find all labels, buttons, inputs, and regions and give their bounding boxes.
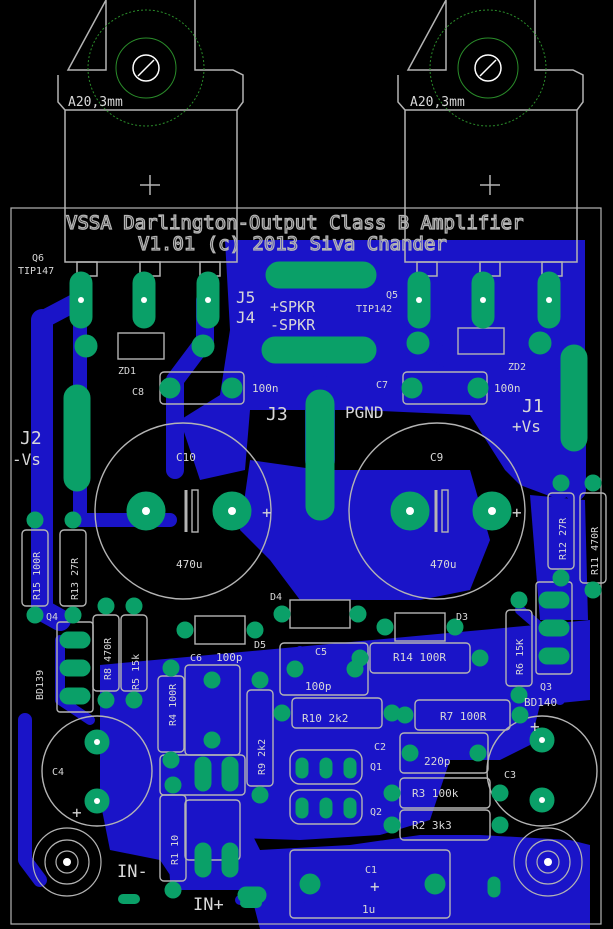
mount-hole-centres [132,54,502,82]
label-zd1: ZD1 [118,366,136,377]
label-in-plus: IN+ [193,895,224,915]
label-c6: C6 [190,653,202,664]
component-outlines [21,327,607,919]
label-c9: C9 [430,451,443,464]
label-r9: R9 2k2 [257,739,268,775]
svg-text:+: + [530,717,540,736]
label-q2: Q2 [370,807,382,818]
label-j2-func: -Vs [12,450,41,469]
label-r4: R4 100R [168,683,179,726]
label-r7: R7 100R [440,710,487,723]
label-c10: C10 [176,451,196,464]
label-r11: R11 470R [590,526,601,575]
label-j3-func: PGND [345,403,384,422]
label-q6-type: TIP147 [18,266,54,277]
label-c1: C1 [365,865,377,876]
label-c8-val: 100n [252,382,279,395]
label-d3: D3 [456,612,468,623]
heatsink-label-right: A20,3mm [410,95,465,110]
label-c10-val: 470u [176,558,203,571]
label-c9-val: 470u [430,558,457,571]
board-outline [10,207,602,925]
label-c6-val: 100p [216,651,243,664]
input-pads [118,894,262,908]
label-q3: Q3 [540,682,552,693]
label-q4: Q4 [46,612,58,623]
label-j1: J1 [522,396,544,417]
label-d5: D5 [254,640,266,651]
label-c5-val: 100p [305,680,332,693]
label-q1: Q1 [370,762,382,773]
board-title-line1: VSSA Darlington-Output Class B Amplifier [66,212,524,234]
svg-text:+: + [512,503,522,522]
label-j1-func: +Vs [512,417,541,436]
label-r2: R2 3k3 [412,819,452,832]
polarity-marks: + + + + + [72,503,540,896]
label-j2: J2 [20,428,42,449]
heatsink-label-left: A20,3mm [68,95,123,110]
label-r15: R15 100R [32,551,43,600]
label-r13: R13 27R [70,557,81,600]
svg-text:+: + [370,877,380,896]
label-c5: C5 [315,647,327,658]
label-d4: D4 [270,592,282,603]
drill-marks [78,297,552,804]
label-r1: R1 10 [170,835,181,865]
label-c8: C8 [132,387,144,398]
corner-hole-cores [63,858,552,866]
label-r5: R5 15k [131,654,142,690]
mount-holes [87,9,547,127]
board-title-line2: V1.01 (c) 2013 Siva Chander [138,233,447,255]
label-c7: C7 [376,380,388,391]
label-zd2: ZD2 [508,362,526,373]
svg-text:+: + [72,803,82,822]
label-r6: R6 15K [515,639,526,675]
label-c4: C4 [52,767,64,778]
label-c2-val: 220p [424,755,451,768]
label-c3: C3 [504,770,516,781]
pads [26,261,602,904]
label-in-minus: IN- [117,862,148,882]
label-j5: J5 [236,288,255,307]
label-q5-type: TIP142 [356,304,392,315]
label-j4-func: -SPKR [270,316,316,334]
label-c7-val: 100n [494,382,521,395]
label-j5-func: +SPKR [270,298,316,316]
label-q5: Q5 [386,290,398,301]
label-q6: Q6 [32,253,44,264]
label-r3: R3 100k [412,787,459,800]
svg-text:+: + [262,503,272,522]
label-c2: C2 [374,742,386,753]
label-q4-type: BD139 [35,670,46,700]
label-r12: R12 27R [558,517,569,560]
label-j3: J3 [266,404,288,425]
label-r10: R10 2k2 [302,712,348,725]
label-q3-type: BD140 [524,696,557,709]
label-j4: J4 [236,308,255,327]
label-r8: R8 470R [103,637,114,680]
label-r14: R14 100R [393,651,446,664]
label-c1-val: 1u [362,903,375,916]
corner-mount-holes [32,827,583,897]
